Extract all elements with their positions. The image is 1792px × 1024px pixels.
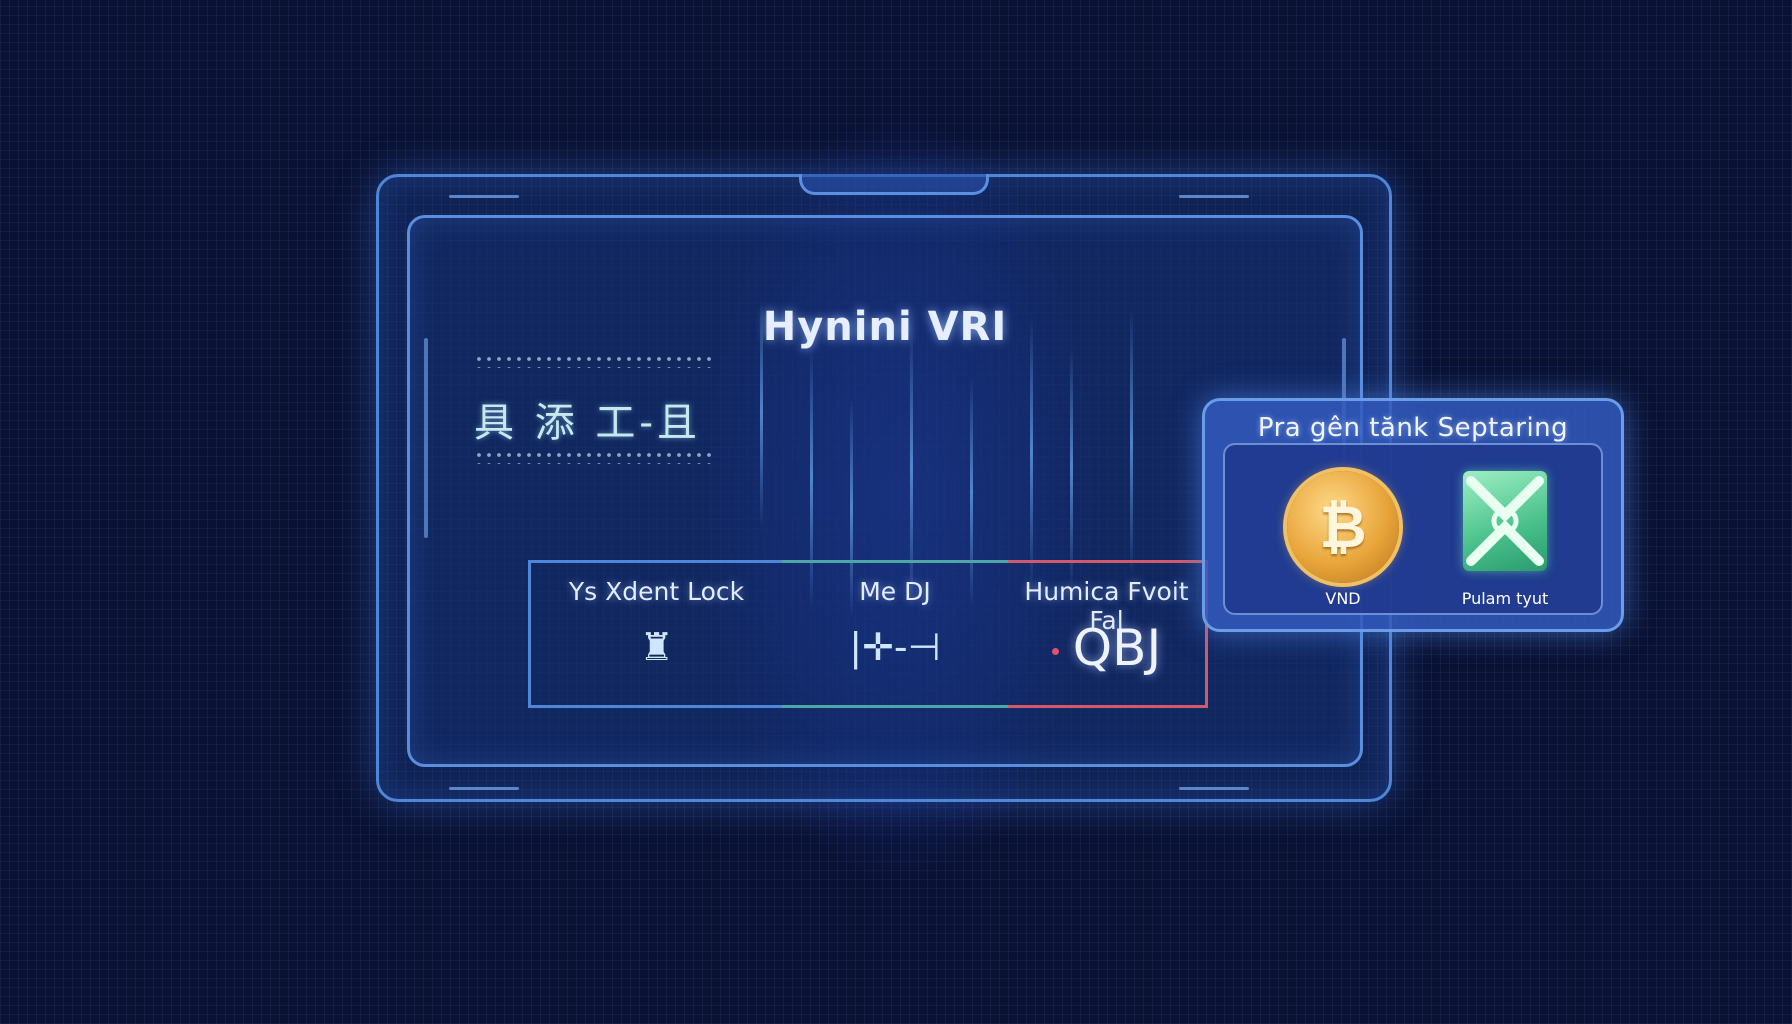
signal-line [1130, 308, 1133, 578]
panel-decoration [449, 787, 519, 790]
signal-line [810, 348, 813, 608]
stat-lock[interactable]: Ys Xdent Lock ♜ [528, 560, 782, 708]
side-line [424, 338, 428, 538]
signal-line [760, 298, 763, 528]
stat-value-text: QBJ [1072, 619, 1162, 677]
stat-label: Humica Fvoit Fal [1024, 577, 1189, 635]
panel-notch [799, 174, 989, 195]
dot-pattern [474, 450, 714, 464]
bitcoin-icon[interactable]: ₿ [1287, 471, 1399, 583]
stats-row: Ys Xdent Lock ♜ Me DJ |✛-⊣ Humica Fvoit … [528, 560, 1208, 708]
signal-line [1070, 348, 1073, 588]
signal-line [910, 328, 913, 608]
panel-decoration [449, 195, 519, 198]
crosshair-icon: |✛-⊣ [849, 625, 941, 669]
stat-fvoit[interactable]: Humica Fvoit Fal QBJ [1008, 560, 1208, 708]
glyph-block: 具 添 ⼯-且 [474, 354, 714, 470]
signal-line [1030, 318, 1033, 588]
panel-decoration [1179, 195, 1249, 198]
signal-line [970, 378, 973, 608]
stat-label: Me DJ [859, 577, 931, 606]
stat-dj[interactable]: Me DJ |✛-⊣ [782, 560, 1008, 708]
page-title: Hynini VRI [762, 304, 1008, 350]
token-label: Pulam tyut [1461, 589, 1549, 608]
background-glow [700, 118, 1100, 878]
glyph-text: 具 添 ⼯-且 [474, 400, 701, 446]
token-emblem-icon [1466, 476, 1544, 566]
person-icon: ♜ [639, 625, 674, 669]
status-dot-icon [1051, 648, 1059, 655]
dot-pattern [474, 354, 714, 368]
stat-value: QBJ [1008, 619, 1205, 677]
signal-line [850, 398, 853, 618]
wallet-panel: Pra gên tănk Septaring ₿ VND Pulam tyut [1202, 398, 1624, 632]
token-icon[interactable] [1463, 471, 1547, 571]
wallet-items: ₿ VND Pulam tyut [1223, 443, 1603, 615]
panel-decoration [1179, 787, 1249, 790]
coin-label: VND [1325, 589, 1361, 608]
wallet-title: Pra gên tănk Septaring [1257, 413, 1569, 443]
stat-label: Ys Xdent Lock [568, 577, 745, 606]
